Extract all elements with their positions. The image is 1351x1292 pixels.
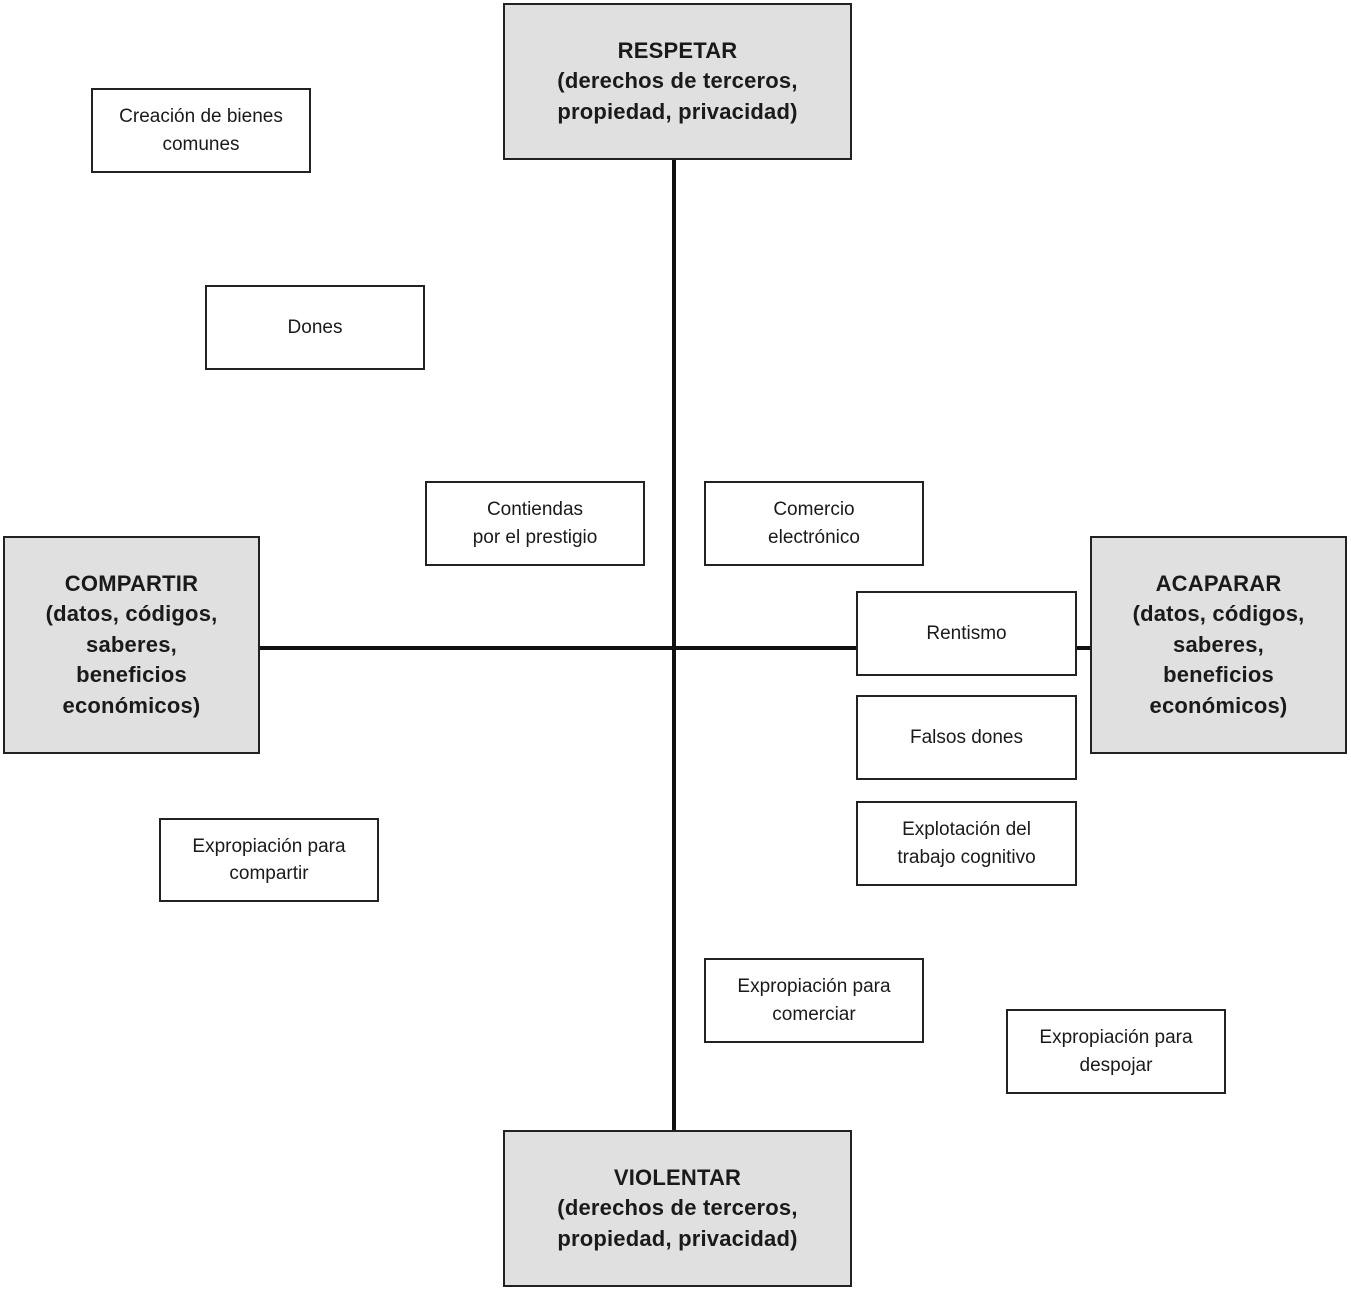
horizontal-axis-line	[258, 646, 1092, 650]
vertical-axis-line	[672, 158, 676, 1132]
pole-respetar: RESPETAR (derechos de terceros, propieda…	[503, 3, 852, 160]
item-comercio-electronico: Comercio electrónico	[704, 481, 924, 566]
item-explotacion-label: Explotación del trabajo cognitivo	[897, 819, 1036, 868]
item-expropiacion-compartir: Expropiación para compartir	[159, 818, 379, 902]
item-dones: Dones	[205, 285, 425, 370]
item-expropiacion-comerciar: Expropiación para comerciar	[704, 958, 924, 1043]
item-creacion-bienes-comunes: Creación de bienes comunes	[91, 88, 311, 173]
item-contiendas-label: Contiendas por el prestigio	[472, 499, 598, 548]
pole-respetar-label: RESPETAR (derechos de terceros, propieda…	[557, 37, 798, 124]
item-creacion-label: Creación de bienes comunes	[119, 106, 283, 155]
pole-compartir-label: COMPARTIR (datos, códigos, saberes, bene…	[45, 570, 218, 718]
pole-compartir: COMPARTIR (datos, códigos, saberes, bene…	[3, 536, 260, 754]
item-comercio-label: Comercio electrónico	[768, 499, 860, 548]
pole-acaparar: ACAPARAR (datos, códigos, saberes, benef…	[1090, 536, 1347, 754]
item-rentismo-label: Rentismo	[926, 622, 1007, 644]
item-expropiacion-despojar-label: Expropiación para despojar	[1039, 1027, 1193, 1076]
item-dones-label: Dones	[287, 316, 343, 338]
item-expropiacion-comerciar-label: Expropiación para comerciar	[737, 976, 891, 1025]
pole-acaparar-label: ACAPARAR (datos, códigos, saberes, benef…	[1132, 570, 1305, 718]
item-explotacion-trabajo-cognitivo: Explotación del trabajo cognitivo	[856, 801, 1077, 886]
pole-violentar-label: VIOLENTAR (derechos de terceros, propied…	[557, 1164, 798, 1251]
item-falsos-dones-label: Falsos dones	[909, 726, 1023, 748]
item-rentismo: Rentismo	[856, 591, 1077, 676]
item-expropiacion-despojar: Expropiación para despojar	[1006, 1009, 1226, 1094]
item-contiendas-prestigio: Contiendas por el prestigio	[425, 481, 645, 566]
item-expropiacion-compartir-label: Expropiación para compartir	[192, 835, 346, 885]
pole-violentar: VIOLENTAR (derechos de terceros, propied…	[503, 1130, 852, 1287]
item-falsos-dones: Falsos dones	[856, 695, 1077, 780]
